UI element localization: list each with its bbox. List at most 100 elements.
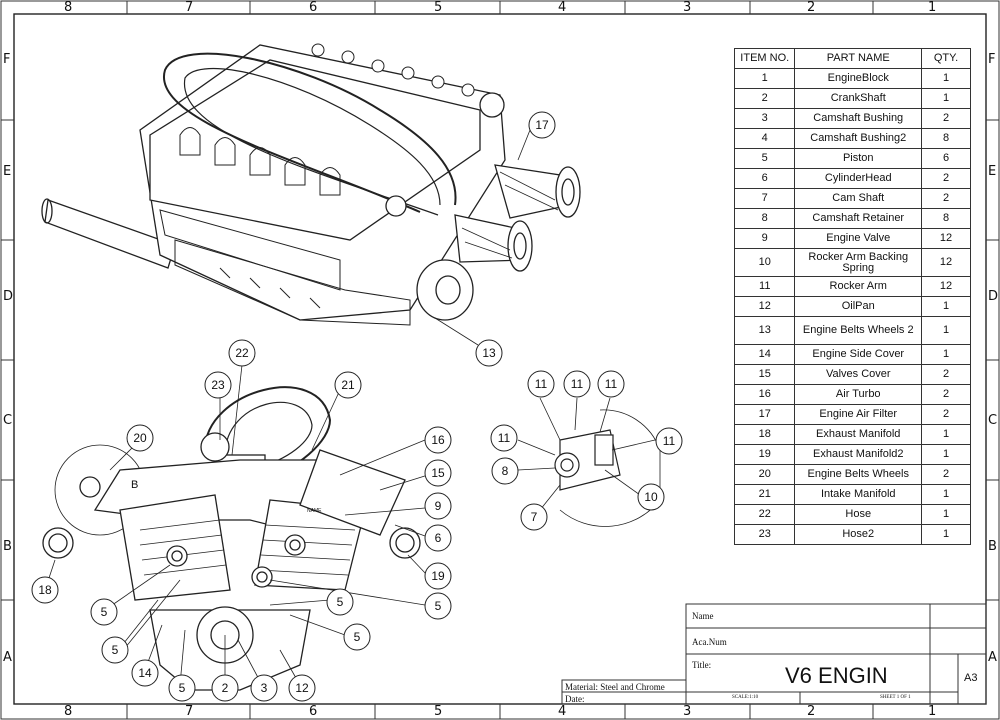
bom-cell-name: Camshaft Bushing	[794, 108, 923, 129]
bom-cell-qty: 8	[921, 128, 971, 149]
bom-cell-qty: 8	[921, 208, 971, 229]
bom-cell-item: 3	[733, 108, 796, 129]
balloon-18: 18	[38, 583, 52, 597]
balloon-11: 11	[605, 377, 618, 391]
zone-col-4: 4	[558, 0, 567, 15]
balloon-5: 5	[354, 630, 361, 644]
bom-cell-qty: 12	[921, 248, 971, 277]
bom-cell-item: 11	[733, 276, 796, 297]
zone-row-f: F	[3, 52, 11, 67]
zone-row-e-right: E	[988, 164, 997, 179]
zone-col-7-bottom: 7	[185, 704, 194, 719]
balloon-22: 22	[235, 346, 249, 360]
bom-cell-qty: 2	[921, 384, 971, 405]
bom-cell-item: 7	[733, 188, 796, 209]
date-label: Date:	[565, 694, 585, 704]
bom-cell-name: OilPan	[794, 296, 923, 317]
balloon-20: 20	[133, 431, 147, 445]
bom-cell-item: 6	[733, 168, 796, 189]
bom-cell-name: Engine Side Cover	[794, 344, 923, 365]
bom-cell-item: 1	[733, 68, 796, 89]
bom-cell-item: 8	[733, 208, 796, 229]
bom-cell-name: Air Turbo	[794, 384, 923, 405]
name-label: Name	[692, 611, 714, 621]
bom-cell-qty: 2	[921, 168, 971, 189]
bom-cell-item: 10	[733, 248, 796, 277]
bom-cell-item: 15	[733, 364, 796, 385]
zone-col-4-bottom: 4	[558, 704, 567, 719]
bom-cell-qty: 12	[921, 276, 971, 297]
zone-col-1: 1	[928, 0, 937, 15]
bom-header-row: ITEM NO. PART NAME QTY.	[733, 48, 971, 69]
bom-cell-qty: 2	[921, 108, 971, 129]
balloon-21: 21	[341, 378, 355, 392]
bom-cell-name: Valves Cover	[794, 364, 923, 385]
bom-cell-name: Cam Shaft	[794, 188, 923, 209]
bom-cell-name: Exhaust Manifold2	[794, 444, 923, 465]
balloon-5: 5	[337, 595, 344, 609]
bom-cell-item: 22	[733, 504, 796, 525]
zone-col-5: 5	[434, 0, 443, 15]
bom-cell-name: Exhaust Manifold	[794, 424, 923, 445]
zone-row-f-right: F	[988, 52, 996, 67]
bom-cell-qty: 1	[921, 344, 971, 365]
balloon-11: 11	[535, 377, 548, 391]
balloon-5: 5	[101, 605, 108, 619]
balloon-10: 10	[644, 490, 658, 504]
aca-num-label: Aca.Num	[692, 637, 727, 647]
zone-col-3-bottom: 3	[683, 704, 692, 719]
balloon-9: 9	[435, 499, 442, 513]
bom-cell-item: 9	[733, 228, 796, 249]
bom-cell-item: 21	[733, 484, 796, 505]
bom-cell-name: Camshaft Retainer	[794, 208, 923, 229]
zone-col-1-bottom: 1	[928, 704, 937, 719]
bom-cell-qty: 1	[921, 444, 971, 465]
bom-cell-item: 12	[733, 296, 796, 317]
front-engine-view	[42, 364, 429, 691]
bom-cell-qty: 2	[921, 188, 971, 209]
bom-cell-name: Piston	[794, 148, 923, 169]
isometric-engine-view	[41, 43, 581, 346]
balloon-11: 11	[498, 431, 511, 445]
bom-cell-qty: 2	[921, 404, 971, 425]
detail-view	[517, 397, 661, 527]
bom-cell-item: 2	[733, 88, 796, 109]
bom-cell-name: Rocker Arm	[794, 276, 923, 297]
detail-letter: B	[131, 479, 138, 491]
balloon-6: 6	[435, 531, 442, 545]
bom-cell-item: 20	[733, 464, 796, 485]
bom-cell-name: Hose	[794, 504, 923, 525]
bom-cell-item: 13	[733, 316, 796, 345]
bom-cell-item: 5	[733, 148, 796, 169]
zone-col-8: 8	[64, 0, 73, 15]
bom-cell-qty: 1	[921, 316, 971, 345]
zone-col-5-bottom: 5	[434, 704, 443, 719]
balloon-13: 13	[482, 346, 496, 360]
zone-row-a: A	[3, 650, 12, 665]
zone-row-d: D	[3, 289, 14, 304]
bom-cell-qty: 12	[921, 228, 971, 249]
title-label: Title:	[692, 660, 712, 670]
bom-cell-name: Rocker Arm Backing Spring	[794, 248, 923, 277]
zone-col-3: 3	[683, 0, 692, 15]
